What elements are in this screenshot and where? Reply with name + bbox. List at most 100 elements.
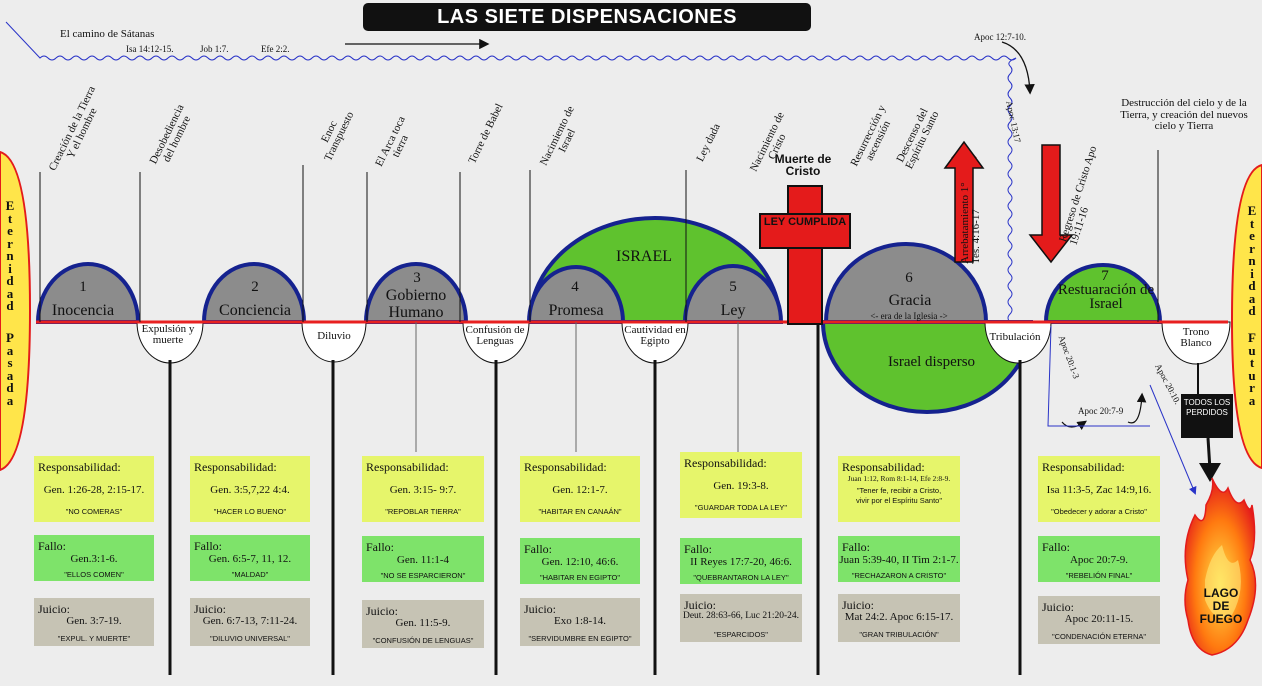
transition-6: Trono Blanco bbox=[1180, 326, 1212, 349]
rapture-arrow bbox=[943, 140, 985, 263]
fallo-box-7: Fallo:Apoc 20:7-9."REBELIÓN FINAL" bbox=[1038, 536, 1160, 582]
resp-quote: "HACER LO BUENO" bbox=[213, 507, 287, 516]
resp-quote: "Tener fe, recibir a Cristo, vivir por e… bbox=[855, 486, 943, 505]
dome-7 bbox=[1043, 263, 1163, 324]
juicio-quote: "GRAN TRIBULACIÓN" bbox=[859, 630, 939, 639]
dome-7-number: 7 bbox=[1101, 268, 1109, 284]
fallo-box-5: Fallo:II Reyes 17:7-20, 46:6. "QUEBRANTAR… bbox=[680, 538, 802, 584]
dome-5 bbox=[682, 264, 784, 324]
juicio-reference: Apoc 20:11-15. bbox=[1064, 613, 1134, 625]
transition-shape-1 bbox=[136, 321, 204, 364]
transition-shape-3 bbox=[462, 321, 530, 364]
satan-path-line bbox=[5, 21, 1049, 331]
resp-reference: Isa 11:3-5, Zac 14:9,16. bbox=[1046, 484, 1152, 496]
fallo-reference: Juan 5:39-40, II Tim 2:1-7. bbox=[839, 554, 959, 566]
juicio-box-6: Juicio:Mat 24:2. Apoc 6:15-17. "GRAN TRIB… bbox=[838, 594, 960, 642]
resp-heading: Responsabilidad: bbox=[524, 460, 607, 474]
resp-box-1: Responsabilidad:Gen. 1:26-28, 2:15-17."N… bbox=[34, 456, 154, 522]
fallo-heading: Fallo: bbox=[38, 539, 67, 553]
resp-reference: Gen. 3:15- 9:7. bbox=[389, 484, 457, 496]
cross-text: LEY CUMPLIDA bbox=[763, 216, 847, 228]
lake-of-fire-label: LAGO DE FUEGO bbox=[1199, 586, 1243, 626]
resp-reference: Gen. 12:1-7. bbox=[552, 484, 608, 496]
dome-1-number: 1 bbox=[79, 279, 87, 295]
transition-shape-4 bbox=[621, 321, 689, 364]
dome-3 bbox=[363, 262, 469, 324]
dome-6-name: Gracia bbox=[888, 292, 932, 309]
israel-dispersed-label: Israel disperso bbox=[888, 354, 976, 370]
juicio-heading: Juicio: bbox=[38, 602, 70, 616]
transition-2: Diluvio bbox=[317, 330, 351, 342]
juicio-quote: "SERVIDUMBRE EN EGIPTO" bbox=[528, 634, 632, 643]
fallo-quote: "NO SE ESPARCIERON" bbox=[380, 571, 466, 580]
transition-3: Confusión de Lenguas bbox=[465, 324, 525, 347]
eternity-future-shape bbox=[1230, 163, 1262, 470]
all-lost-box: TODOS LOS PERDIDOS bbox=[1181, 394, 1233, 438]
fallo-box-1: Fallo:Gen.3:1-6."ELLOS COMEN" bbox=[34, 535, 154, 581]
juicio-heading: Juicio: bbox=[524, 602, 556, 616]
fallo-quote: "QUEBRANTARON LA LEY" bbox=[693, 573, 789, 582]
eternity-past-shape bbox=[0, 150, 32, 472]
apoc-12-label: Apoc 12:7-10. bbox=[974, 32, 1026, 42]
lost-arrow bbox=[1197, 363, 1221, 482]
resp-heading: Responsabilidad: bbox=[194, 460, 277, 474]
fallo-reference: Gen. 11:1-4 bbox=[396, 554, 450, 566]
dome-1-name: Inocencia bbox=[51, 302, 115, 319]
juicio-reference: Gen. 3:7-19. bbox=[66, 615, 122, 627]
juicio-quote: "DILUVIO UNIVERSAL" bbox=[210, 634, 290, 643]
satan-path-label: El camino de Sátanas bbox=[60, 28, 155, 40]
juicio-box-1: Juicio:Gen. 3:7-19. "EXPUL. Y MUERTE" bbox=[34, 598, 154, 646]
fallo-reference: Apoc 20:7-9. bbox=[1069, 554, 1129, 566]
resp-heading: Responsabilidad: bbox=[38, 460, 121, 474]
transition-4: Cautividad en Egipto bbox=[624, 324, 686, 347]
resp-heading: Responsabilidad: bbox=[366, 460, 449, 474]
dome-7-name: Restuaración de Israel bbox=[1057, 282, 1155, 312]
resp-box-5: Responsabilidad:Gen. 19:3-8."GUARDAR TOD… bbox=[680, 452, 802, 518]
fallo-box-2: Fallo:Gen. 6:5-7, 11, 12."MALDAD" bbox=[190, 535, 310, 581]
resp-box-3: Responsabilidad:Gen. 3:15- 9:7."REPOBLAR… bbox=[362, 456, 484, 522]
juicio-reference: Mat 24:2. Apoc 6:15-17. bbox=[844, 611, 954, 623]
juicio-quote: "CONDENACIÓN ETERNA" bbox=[1051, 632, 1147, 641]
fallo-heading: Fallo: bbox=[366, 540, 395, 554]
transition-1: Expulsión y muerte bbox=[141, 323, 195, 346]
resp-heading: Responsabilidad: bbox=[684, 456, 767, 470]
fallo-heading: Fallo: bbox=[684, 542, 713, 556]
fallo-quote: "MALDAD" bbox=[231, 570, 269, 579]
fallo-reference: Gen. 12:10, 46:6. bbox=[541, 556, 619, 568]
satan-ref-1: Isa 14:12-15. bbox=[126, 44, 174, 54]
israel-label: ISRAEL bbox=[616, 248, 672, 265]
dome-6-sub: <- era de la Iglesia -> bbox=[870, 311, 948, 321]
dome-4-name: Promesa bbox=[548, 302, 604, 319]
resp-reference: Gen. 19:3-8. bbox=[713, 480, 769, 492]
fallo-box-4: Fallo:Gen. 12:10, 46:6."HABITAR EN EGIPT… bbox=[520, 538, 640, 584]
dome-4-number: 4 bbox=[571, 279, 579, 295]
juicio-heading: Juicio: bbox=[842, 598, 874, 612]
resp-box-7: Responsabilidad:Isa 11:3-5, Zac 14:9,16.… bbox=[1038, 456, 1160, 522]
juicio-quote: "ESPARCIDOS" bbox=[714, 630, 768, 639]
separator-lines bbox=[168, 325, 1022, 675]
juicio-box-5: Juicio:Deut. 28:63-66, Luc 21:20-24."ESP… bbox=[680, 594, 802, 642]
fallo-heading: Fallo: bbox=[524, 542, 553, 556]
juicio-reference: Gen. 11:5-9. bbox=[395, 617, 451, 629]
fallo-quote: "ELLOS COMEN" bbox=[64, 570, 124, 579]
dome-3-name: Gobierno Humano bbox=[385, 287, 447, 321]
resp-quote: "NO COMERAS" bbox=[65, 507, 123, 516]
juicio-heading: Juicio: bbox=[1042, 600, 1074, 614]
dome-5-number: 5 bbox=[729, 279, 737, 295]
fallo-box-6: Fallo:Juan 5:39-40, II Tim 2:1-7."RECHAZ… bbox=[838, 536, 960, 582]
juicio-quote: "EXPUL. Y MUERTE" bbox=[57, 634, 131, 643]
resp-reference: Juan 1:12, Rom 8:1-14, Efe 2:8-9. bbox=[847, 474, 951, 483]
dome-4 bbox=[526, 265, 626, 324]
juicio-quote: "CONFUSIÓN DE LENGUAS" bbox=[372, 636, 474, 645]
dome-2-name: Conciencia bbox=[219, 302, 291, 319]
satan-ref-3: Efe 2:2. bbox=[261, 44, 290, 54]
rapture-label: Arrebatamiento 1° Tes. 4:16-17 bbox=[959, 182, 982, 264]
fallo-reference: II Reyes 17:7-20, 46:6. bbox=[690, 556, 792, 568]
fallo-box-3: Fallo:Gen. 11:1-4 "NO SE ESPARCIERON" bbox=[362, 536, 484, 582]
transition-5: Tribulación bbox=[989, 331, 1041, 343]
